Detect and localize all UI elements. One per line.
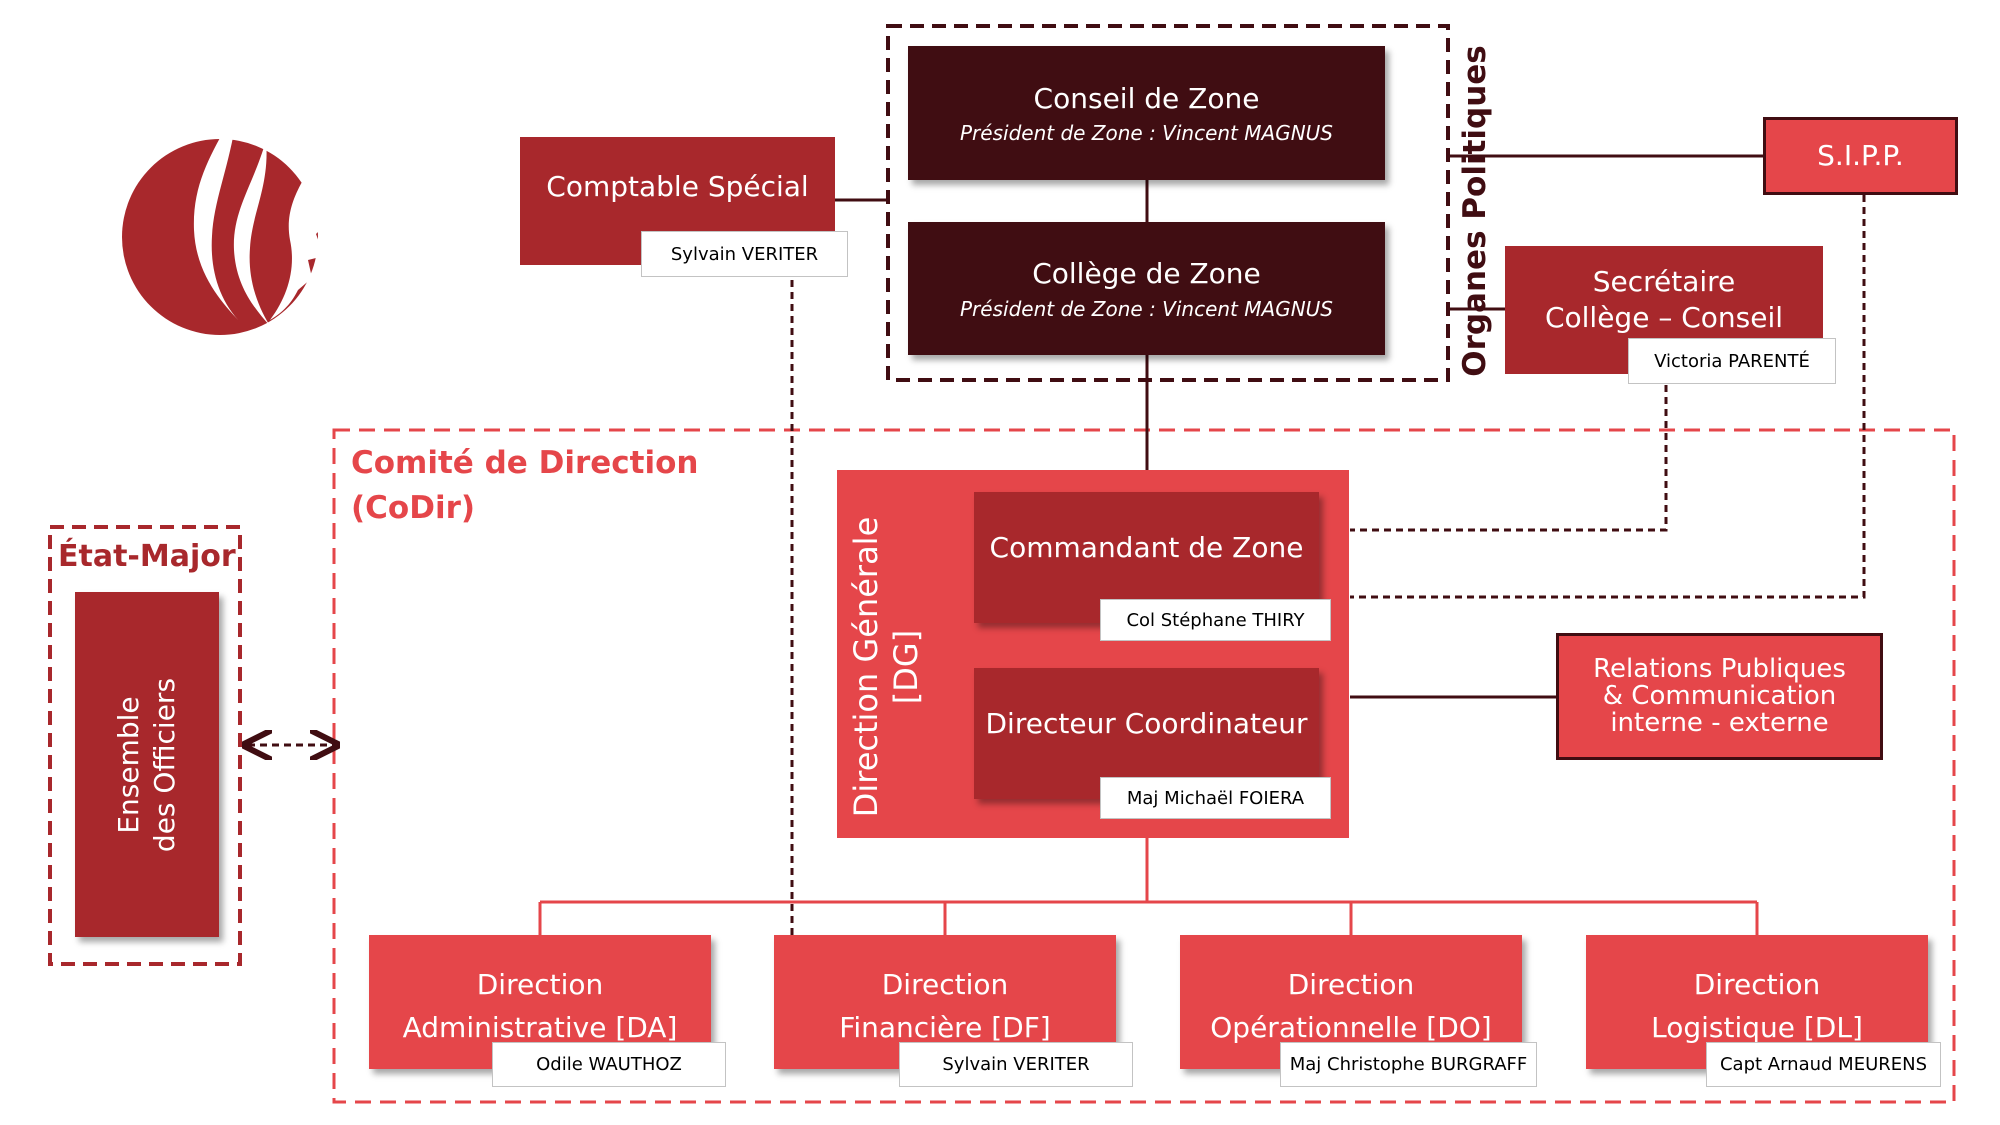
dashed-link-secretaire-dg [1350,385,1668,532]
direction-logistique-line1: Direction [1693,967,1821,1001]
direction-financiere-person: Sylvain VERITER [899,1042,1133,1087]
relations-publiques-box: Relations Publiques & Communication inte… [1556,633,1883,760]
secretaire-line1: Secrétaire [1592,265,1736,298]
directeur-coordinateur-title: Directeur Coordinateur [985,707,1308,740]
secretaire-line2: Collège – Conseil [1544,301,1784,335]
sipp-box: S.I.P.P. [1763,117,1958,195]
direction-operationnelle-line1: Direction [1287,967,1415,1001]
flame-profile-logo [122,104,330,335]
direction-administrative-person: Odile WAUTHOZ [492,1042,726,1087]
codir-label: Comité de Direction (CoDir) [351,441,698,531]
commandant-de-zone-title: Commandant de Zone [989,531,1304,564]
organes-politiques-frame [886,24,1450,382]
secretaire-person: Victoria PARENTÉ [1628,338,1836,384]
conseil-de-zone-title: Conseil de Zone [1033,81,1260,115]
comptable-special-title: Comptable Spécial [546,170,809,203]
direction-generale-line1: Direction Générale [847,516,885,818]
organes-politiques-label: Organes Politiques [1457,45,1493,377]
codir-label-line1: Comité de Direction [351,445,699,481]
conseil-de-zone-subtitle: Président de Zone : Vincent MAGNUS [960,121,1333,146]
ensemble-des-officiers-line1: Ensemble [111,696,145,834]
ensemble-des-officiers-box [75,592,219,937]
direction-generale-label: Direction Générale [DG] [841,517,931,818]
direction-administrative-line2: Administrative [DA] [402,1011,678,1045]
conseil-de-zone-box: Conseil de Zone Président de Zone : Vinc… [908,46,1385,180]
comptable-special-person: Sylvain VERITER [641,231,848,277]
direction-operationnelle-line2: Opérationnelle [DO] [1210,1011,1492,1045]
ensemble-des-officiers-line2: des Officiers [148,677,181,853]
college-de-zone-subtitle: Président de Zone : Vincent MAGNUS [960,296,1333,321]
etat-major-frame [48,525,242,966]
college-de-zone-title: Collège de Zone [1032,257,1261,291]
dashed-link-sipp-dg [1350,195,1866,599]
commandant-de-zone-person: Col Stéphane THIRY [1100,599,1331,641]
direction-administrative-line1: Direction [476,967,604,1001]
relations-publiques-line2: & Communication [1602,680,1837,711]
directeur-coordinateur-person: Maj Michaël FOIERA [1100,777,1331,819]
ensemble-des-officiers-label: Ensemble des Officiers [107,615,187,915]
direction-financiere-line2: Financière [DF] [839,1011,1051,1045]
codir-frame [332,428,1956,1104]
direction-operationnelle-person: Maj Christophe BURGRAFF [1280,1042,1537,1087]
relations-publiques-line3: interne - externe [1610,708,1829,739]
direction-logistique-person: Capt Arnaud MEURENS [1706,1042,1941,1087]
direction-financiere-line1: Direction [881,967,1009,1001]
codir-label-line2: (CoDir) [351,489,476,526]
sipp-title: S.I.P.P. [1817,138,1904,172]
college-de-zone-box: Collège de Zone Président de Zone : Vinc… [908,222,1385,355]
relations-publiques-line1: Relations Publiques [1593,653,1846,684]
direction-logistique-line2: Logistique [DL] [1651,1011,1863,1045]
etat-major-label: État-Major [58,539,236,574]
direction-generale-line2: [DG] [887,629,925,705]
